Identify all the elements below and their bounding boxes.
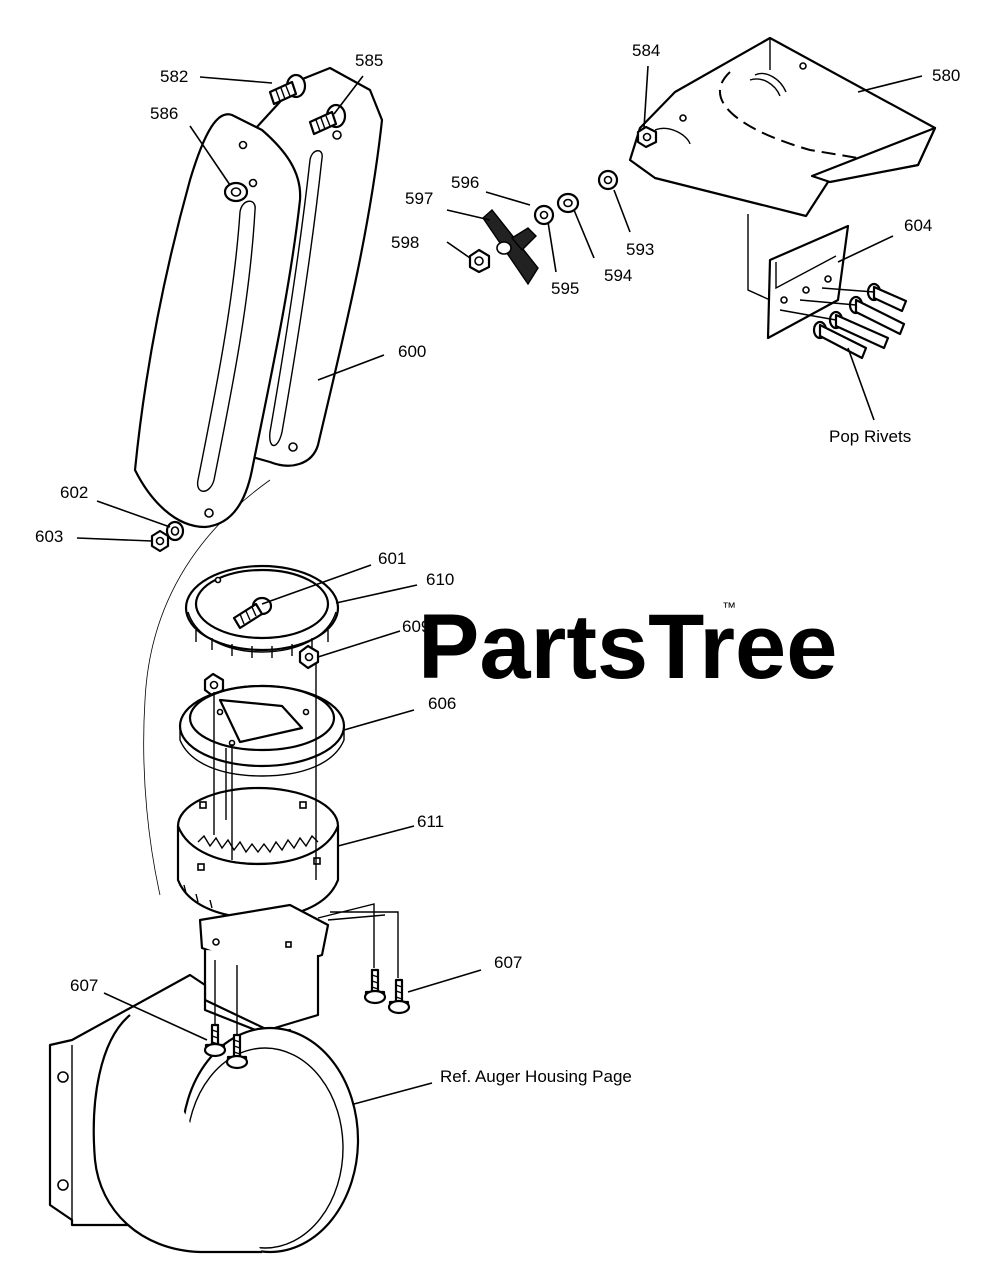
label-580: 580 — [932, 66, 960, 85]
part-597-knob — [482, 208, 539, 286]
label-584: 584 — [632, 41, 660, 60]
label-611: 611 — [417, 812, 444, 831]
part-593-washer — [597, 169, 619, 191]
label-609: 609 — [402, 617, 430, 636]
part-609-nut — [203, 644, 320, 698]
label-594: 594 — [604, 266, 632, 285]
part-582-bolt — [268, 73, 307, 106]
label-pop-rivets: Pop Rivets — [829, 427, 911, 446]
pop-rivets — [779, 282, 908, 360]
part-604-plate — [747, 214, 850, 340]
part-585-bolt — [308, 103, 347, 136]
part-607-bolts-left — [203, 1023, 249, 1070]
label-610: 610 — [426, 570, 454, 589]
label-604: 604 — [904, 216, 932, 235]
label-600: 600 — [398, 342, 426, 361]
watermark-trademark: ™ — [722, 599, 736, 615]
part-607-bolts-right — [363, 968, 411, 1015]
auger-housing — [48, 903, 360, 1254]
label-ref-auger: Ref. Auger Housing Page — [440, 1067, 632, 1086]
label-586: 586 — [150, 104, 178, 123]
part-586-washer — [223, 181, 249, 203]
label-607-right: 607 — [494, 953, 522, 972]
label-593: 593 — [626, 240, 654, 259]
label-602: 602 — [60, 483, 88, 502]
part-580-deflector — [628, 36, 937, 218]
watermark-brand: PartsTree — [418, 596, 837, 698]
label-595: 595 — [551, 279, 579, 298]
part-606-ring — [178, 684, 346, 777]
label-598: 598 — [391, 233, 419, 252]
label-596: 596 — [451, 173, 479, 192]
callout-labels: 582 585 586 584 580 596 597 598 595 594 … — [35, 41, 960, 1086]
label-601: 601 — [378, 549, 406, 568]
label-585: 585 — [355, 51, 383, 70]
part-595-washer — [533, 204, 555, 226]
label-597: 597 — [405, 189, 433, 208]
label-607-left: 607 — [70, 976, 98, 995]
part-598-nut — [468, 248, 491, 274]
part-584-nut — [636, 125, 658, 149]
label-582: 582 — [160, 67, 188, 86]
alignment-lines — [213, 664, 399, 1035]
part-600-front-bracket — [133, 113, 302, 529]
chute-ghost-outline — [143, 479, 271, 896]
label-606: 606 — [428, 694, 456, 713]
leader-lines — [76, 65, 923, 1105]
part-603-nut — [150, 529, 170, 553]
part-611-gear-ring — [176, 786, 340, 920]
part-594-washer — [556, 192, 580, 214]
part-602-washer — [165, 520, 185, 542]
label-603: 603 — [35, 527, 63, 546]
